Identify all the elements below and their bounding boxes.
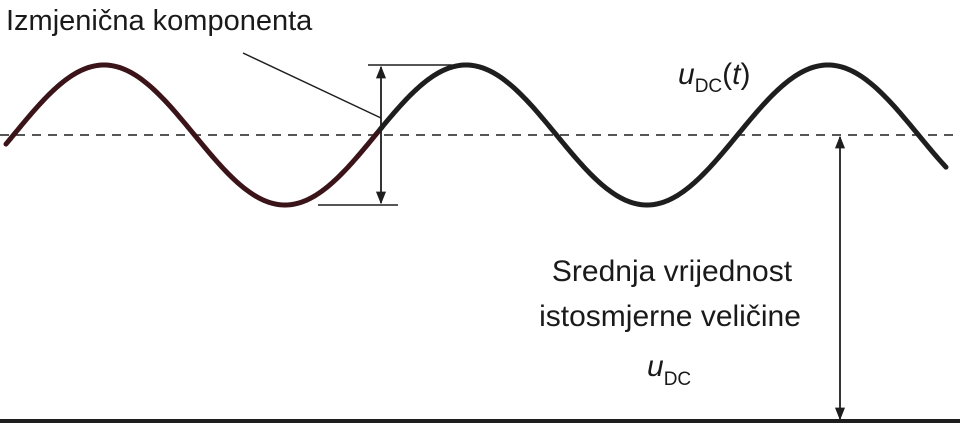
mean-value-label-line2: istosmjerne veličine <box>539 300 801 333</box>
mean-value-label-line1: Srednja vrijednost <box>552 255 793 288</box>
dc-signal-waveform-first-period <box>3 62 385 208</box>
signal-symbol: u <box>678 58 695 91</box>
signal-subscript: DC <box>695 76 722 97</box>
mean-value-symbol-label: uDC <box>647 350 691 390</box>
mean-symbol: u <box>647 350 664 383</box>
ac-component-label: Izmjenična komponenta <box>6 5 313 37</box>
mean-subscript: DC <box>664 369 691 390</box>
dc-signal-waveform <box>377 62 949 208</box>
signal-paren-close: ) <box>740 58 750 91</box>
signal-argument: t <box>732 58 742 91</box>
ac-component-leader-line <box>242 52 382 119</box>
signal-label: uDC(t) <box>678 58 750 97</box>
signal-paren-open: ( <box>722 58 732 91</box>
